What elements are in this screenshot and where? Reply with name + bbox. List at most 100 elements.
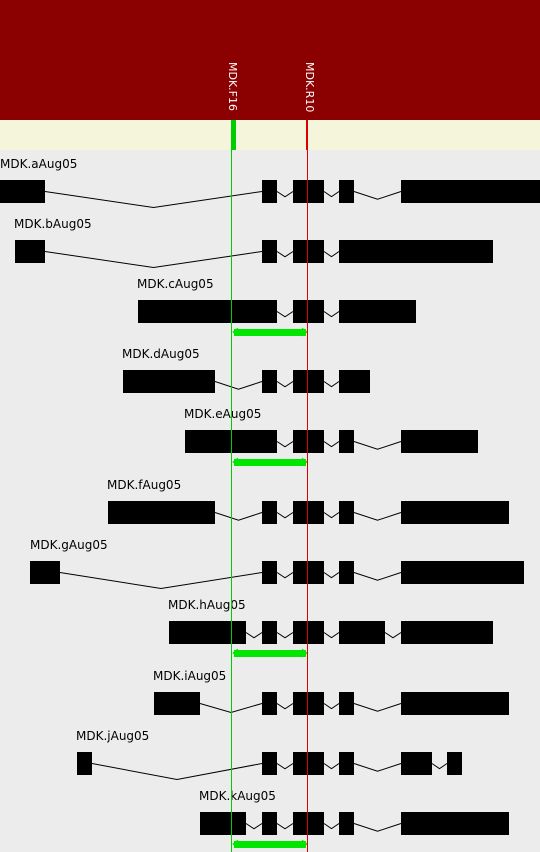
intron-f-2 xyxy=(276,512,294,519)
intron-a-3 xyxy=(323,191,340,198)
transcript-label-b: MDK.bAug05 xyxy=(14,217,92,231)
amplicon-e-left-arrow xyxy=(232,457,239,467)
exon-a-5 xyxy=(401,180,540,203)
intron-k-4 xyxy=(353,823,402,832)
intron-k-3 xyxy=(323,823,340,830)
transcript-label-i: MDK.iAug05 xyxy=(153,669,227,683)
exon-b-2 xyxy=(262,240,277,263)
exon-d-1 xyxy=(123,370,215,393)
transcript-label-j: MDK.jAug05 xyxy=(76,729,150,743)
intron-c-2 xyxy=(323,311,340,318)
intron-c-1 xyxy=(276,311,294,318)
amplicon-h xyxy=(234,650,306,657)
exon-a-2 xyxy=(262,180,277,203)
exon-j-3 xyxy=(293,752,324,775)
intron-j-5 xyxy=(431,763,448,770)
amplicon-k-left-arrow xyxy=(232,839,239,849)
intron-h-3 xyxy=(323,632,340,639)
exon-k-4 xyxy=(339,812,354,835)
transcript-label-c: MDK.cAug05 xyxy=(137,277,214,291)
intron-d-2 xyxy=(276,381,294,388)
exon-j-4 xyxy=(339,752,354,775)
intron-i-4 xyxy=(353,703,402,712)
intron-h-4 xyxy=(384,632,402,639)
intron-k-2 xyxy=(276,823,294,830)
amplicon-h-left-arrow xyxy=(232,648,239,658)
intron-a-2 xyxy=(276,191,294,198)
intron-a-1 xyxy=(44,191,263,209)
intron-g-4 xyxy=(353,572,402,581)
amplicon-k xyxy=(234,841,306,848)
intron-g-3 xyxy=(323,572,340,579)
exon-e-4 xyxy=(401,430,478,453)
exon-h-1 xyxy=(169,621,246,644)
intron-j-2 xyxy=(276,763,294,770)
intron-h-1 xyxy=(245,632,263,639)
intron-j-4 xyxy=(353,763,402,772)
intron-b-2 xyxy=(276,251,294,258)
exon-f-5 xyxy=(401,501,509,524)
exon-c-3 xyxy=(339,300,416,323)
exon-g-3 xyxy=(293,561,324,584)
transcript-label-f: MDK.fAug05 xyxy=(107,478,182,492)
exon-a-3 xyxy=(293,180,324,203)
intron-i-3 xyxy=(323,703,340,710)
exon-h-5 xyxy=(401,621,493,644)
exon-i-2 xyxy=(262,692,277,715)
intron-i-2 xyxy=(276,703,294,710)
intron-j-3 xyxy=(323,763,340,770)
exon-g-2 xyxy=(262,561,277,584)
intron-f-4 xyxy=(353,512,402,521)
transcript-label-g: MDK.gAug05 xyxy=(30,538,108,552)
intron-d-1 xyxy=(214,381,263,390)
exon-k-5 xyxy=(401,812,509,835)
exon-f-3 xyxy=(293,501,324,524)
exon-j-1 xyxy=(77,752,92,775)
exon-e-2 xyxy=(293,430,324,453)
exon-h-3 xyxy=(293,621,324,644)
primer-track xyxy=(0,120,540,150)
exon-c-1 xyxy=(138,300,277,323)
exon-f-4 xyxy=(339,501,354,524)
transcript-label-k: MDK.kAug05 xyxy=(199,789,276,803)
intron-e-1 xyxy=(276,441,294,448)
header-band xyxy=(0,0,540,120)
exon-a-4 xyxy=(339,180,354,203)
intron-b-3 xyxy=(323,251,340,258)
exon-j-2 xyxy=(262,752,277,775)
exon-j-5 xyxy=(401,752,432,775)
amplicon-c-left-arrow xyxy=(232,327,239,337)
exon-k-2 xyxy=(262,812,277,835)
intron-b-1 xyxy=(44,251,263,269)
exon-j-6 xyxy=(447,752,462,775)
transcript-label-d: MDK.dAug05 xyxy=(122,347,200,361)
primer-marker-reverse xyxy=(306,120,308,150)
exon-g-1 xyxy=(30,561,60,584)
intron-k-1 xyxy=(245,823,263,830)
exon-k-1 xyxy=(200,812,246,835)
exon-b-4 xyxy=(339,240,493,263)
exon-h-2 xyxy=(262,621,277,644)
transcript-label-h: MDK.hAug05 xyxy=(168,598,246,612)
exon-e-3 xyxy=(339,430,354,453)
exon-f-1 xyxy=(108,501,215,524)
intron-d-3 xyxy=(323,381,340,388)
intron-h-2 xyxy=(276,632,294,639)
exon-k-3 xyxy=(293,812,324,835)
exon-b-3 xyxy=(293,240,324,263)
exon-g-4 xyxy=(339,561,354,584)
exon-d-4 xyxy=(339,370,370,393)
transcript-label-a: MDK.aAug05 xyxy=(0,157,78,171)
exon-f-2 xyxy=(262,501,277,524)
intron-e-2 xyxy=(323,441,340,448)
intron-f-1 xyxy=(214,512,263,521)
exon-d-2 xyxy=(262,370,277,393)
exon-i-5 xyxy=(401,692,509,715)
intron-a-4 xyxy=(353,191,402,200)
amplicon-c xyxy=(234,329,306,336)
exon-b-1 xyxy=(15,240,45,263)
exon-h-4 xyxy=(339,621,385,644)
intron-g-2 xyxy=(276,572,294,579)
